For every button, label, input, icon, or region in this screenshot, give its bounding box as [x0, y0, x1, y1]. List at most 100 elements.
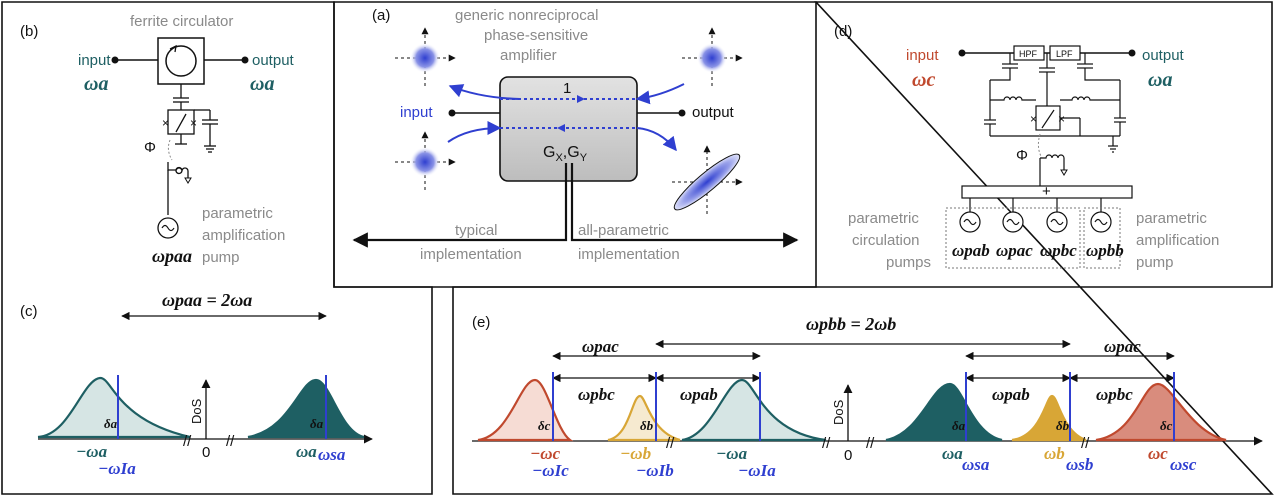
omega-a-signal: ωsa [318, 445, 346, 464]
zero-c: 0 [202, 444, 210, 461]
pump-label-b-2: amplification [202, 227, 285, 244]
circ-label-1: parametric [848, 210, 919, 227]
output-label-d: output [1142, 47, 1185, 64]
gain-bottom: GX,GY [543, 144, 588, 164]
panel-e-label: (e) [472, 314, 490, 331]
flux-label-b: Φ [144, 139, 156, 156]
pump-freq-b: ωpaa [152, 246, 192, 266]
freq-in-d: ωc [912, 69, 935, 91]
hpf-block [1013, 45, 1045, 61]
omega-c-signal: ωsc [1170, 455, 1197, 474]
circ-label-2: circulation [852, 232, 920, 249]
circulator-arrow-icon [165, 45, 197, 77]
panel-e: (e) ωpbb = 2ωb ωpac ωpbc ωpab ωpab ωpbc … [472, 314, 1263, 480]
delta-e-5: δc [1160, 418, 1173, 433]
neg-omega-a-idler: −ωIa [98, 459, 136, 478]
pos-omega-a: ωa [296, 442, 317, 461]
pump-coil-d-icon [1040, 154, 1065, 170]
neg-omega-b-idler: −ωIb [636, 461, 674, 480]
freq-in-b: ωa [84, 73, 108, 95]
pos-omega-b: ωb [1044, 444, 1065, 463]
panel-a-label: (a) [372, 7, 390, 24]
freq-out-b: ωa [250, 73, 274, 95]
flux-label-d: Φ [1016, 147, 1028, 164]
omega-b-signal: ωsb [1066, 455, 1093, 474]
phase-plot-tl [395, 27, 456, 86]
pump-label-b-3: pump [202, 249, 240, 266]
svg-text:×: × [190, 116, 197, 130]
panel-c-label: (c) [20, 303, 38, 320]
input-node [111, 56, 119, 64]
delta-e-1: δc [538, 418, 551, 433]
delta-c-1: δa [104, 416, 118, 431]
delta-e-4: δb [1056, 418, 1070, 433]
pump-sources [959, 198, 1112, 233]
panel-d-label: (d) [834, 23, 852, 40]
svg-text://: // [226, 433, 235, 450]
phase-plot-br [672, 145, 743, 214]
omega-a-signal-e: ωsa [962, 455, 990, 474]
coupling-network [984, 53, 1126, 153]
frequency-markers [552, 372, 1175, 441]
svg-text://: // [822, 435, 831, 452]
pump-coil-icon [167, 162, 189, 181]
typical-branch-arrow [352, 163, 568, 248]
amp-label-d-2: amplification [1136, 232, 1219, 249]
pump-eq-e: ωpbb = 2ωb [806, 314, 896, 334]
span-bc-left: ωpbc [578, 385, 615, 404]
output-label-b: output [252, 52, 295, 69]
pos-omega-a-e: ωa [942, 444, 963, 463]
pump-ac: ωpac [996, 241, 1033, 260]
typical-label-1: typical [455, 222, 498, 239]
delta-e-3: δa [952, 418, 966, 433]
typical-label-2: implementation [420, 246, 522, 263]
neg-omega-b: −ωb [620, 444, 651, 463]
circulator-box [157, 37, 205, 85]
title-a-3: amplifier [500, 47, 557, 64]
svg-text:HPF: HPF [1019, 49, 1038, 59]
phase-plot-tr [682, 27, 743, 86]
panel-a: (a) generic nonreciprocal phase-sensitiv… [352, 7, 799, 263]
amp-label-d-3: pump [1136, 254, 1174, 271]
span-ab-right: ωpab [992, 385, 1030, 404]
neg-omega-a-idler-e: −ωIa [738, 461, 776, 480]
panel-b-label: (b) [20, 23, 38, 40]
phase-plot-bl [395, 131, 456, 190]
dos-label-c: DoS [189, 398, 204, 424]
plus-sign: + [1042, 183, 1051, 200]
panel-b: (b) ferrite circulator input output ωa ω… [20, 13, 295, 266]
output-label-a: output [692, 104, 735, 121]
svg-text:×: × [162, 116, 169, 130]
amp-label-d-1: parametric [1136, 210, 1207, 227]
pos-omega-c: ωc [1148, 444, 1168, 463]
neg-omega-c: −ωc [530, 444, 561, 463]
title-a-1: generic nonreciprocal [455, 7, 598, 24]
output-node [241, 56, 249, 64]
parametric-branch-arrow [570, 163, 799, 248]
pump-eq-c: ωpaa = 2ωa [162, 290, 252, 310]
freq-out-d: ωa [1148, 69, 1172, 91]
svg-text:LPF: LPF [1056, 49, 1073, 59]
input-label-a: input [400, 104, 433, 121]
delta-e-2: δb [640, 418, 654, 433]
pump-ab: ωpab [952, 241, 990, 260]
span-ac-left: ωpac [582, 337, 619, 356]
pump-label-b-1: parametric [202, 205, 273, 222]
neg-omega-a: −ωa [76, 442, 108, 461]
span-bc-right: ωpbc [1096, 385, 1133, 404]
panel-c: (c) ωpaa = 2ωa DoS 0 // // −ωa −ωIa ωa ω… [20, 290, 373, 478]
span-ac-right: ωpac [1104, 337, 1141, 356]
svg-text://: // [666, 435, 675, 452]
circulation-pumps-group [945, 207, 1081, 269]
svg-text:×: × [1058, 112, 1065, 126]
span-arrows [552, 351, 1175, 383]
svg-text:×: × [1030, 112, 1037, 126]
parametric-label-2: implementation [578, 246, 680, 263]
span-ab-left: ωpab [680, 385, 718, 404]
circ-label-3: pumps [886, 254, 931, 271]
neg-omega-a-e: −ωa [716, 444, 748, 463]
title-a-2: phase-sensitive [484, 27, 588, 44]
input-label-b: input [78, 52, 111, 69]
